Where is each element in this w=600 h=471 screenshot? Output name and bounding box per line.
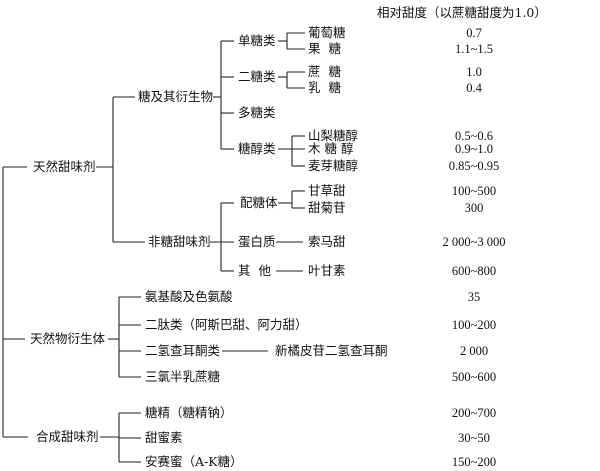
leaf-thaumatin: 索马甜 [308, 234, 346, 249]
value-stevioside: 300 [464, 201, 484, 215]
leaf-nhdc: 新橘皮苷二氢查耳酮 [275, 343, 388, 358]
node-glycosides: 配糖体 [240, 195, 278, 210]
node-natural-derivatives: 天然物衍生体 [30, 331, 106, 346]
value-fructose: 1.1~1.5 [454, 42, 494, 56]
node-disaccharides: 二糖类 [238, 69, 276, 84]
value-acesulfame: 150~200 [451, 455, 497, 469]
leaf-phyllodulcin: 叶甘素 [308, 263, 346, 278]
value-sorbitol: 0.5~0.6 [454, 129, 494, 143]
leaf-maltitol: 麦芽糖醇 [308, 158, 359, 173]
node-sugar-alcohols: 糖醇类 [238, 141, 276, 156]
value-saccharin: 200~700 [451, 406, 497, 420]
node-synthetic-sweeteners: 合成甜味剂 [36, 429, 99, 444]
value-sucrose: 1.0 [466, 65, 482, 79]
leaf-stevioside: 甜菊苷 [308, 200, 346, 215]
value-thaumatin: 2 000~3 000 [442, 235, 506, 249]
value-phyllodulcin: 600~800 [451, 264, 497, 278]
value-xylitol: 0.9~1.0 [454, 142, 494, 156]
node-non-sugar-sweeteners: 非糖甜味剂 [148, 234, 211, 249]
value-cyclamate: 30~50 [458, 431, 490, 445]
leaf-xylitol: 木 糖 醇 [308, 141, 354, 156]
value-glycyrrhizin: 100~500 [451, 184, 497, 198]
value-sucralose: 500~600 [451, 370, 497, 384]
value-amino-acids: 35 [467, 290, 481, 304]
node-polysaccharides: 多糖类 [238, 105, 276, 120]
leaf-dipeptides: 二肽类（阿斯巴甜、阿力甜） [145, 317, 308, 332]
leaf-dihydrochalcones: 二氢查耳酮类 [145, 343, 221, 358]
leaf-fructose: 果 糖 [308, 41, 341, 56]
value-nhdc: 2 000 [459, 344, 489, 358]
leaf-sucrose: 蔗 糖 [308, 64, 341, 79]
node-others: 其 他 [238, 263, 271, 278]
node-sugars-and-derivatives: 糖及其衍生物 [138, 89, 214, 104]
node-natural-sweeteners: 天然甜味剂 [33, 159, 96, 174]
leaf-glycyrrhizin: 甘草甜 [308, 183, 346, 198]
value-lactose: 0.4 [466, 81, 482, 95]
node-monosaccharides: 单糖类 [238, 33, 276, 48]
leaf-amino-acids: 氨基酸及色氨酸 [145, 289, 233, 304]
leaf-glucose: 葡萄糖 [308, 25, 346, 40]
relative-sweetness-header: 相对甜度（以蔗糖甜度为1.0） [377, 5, 547, 20]
leaf-cyclamate: 甜蜜素 [145, 430, 183, 445]
node-proteins: 蛋白质 [238, 234, 276, 249]
value-dipeptides: 100~200 [451, 318, 497, 332]
leaf-saccharin: 糖精（糖精钠） [145, 405, 233, 420]
value-glucose: 0.7 [466, 26, 482, 40]
value-maltitol: 0.85~0.95 [448, 159, 500, 173]
leaf-sorbitol: 山梨糖醇 [308, 128, 359, 143]
leaf-lactose: 乳 糖 [308, 80, 341, 95]
leaf-sucralose: 三氯半乳蔗糖 [145, 369, 221, 384]
leaf-acesulfame: 安赛蜜（A-K糖） [145, 454, 243, 469]
